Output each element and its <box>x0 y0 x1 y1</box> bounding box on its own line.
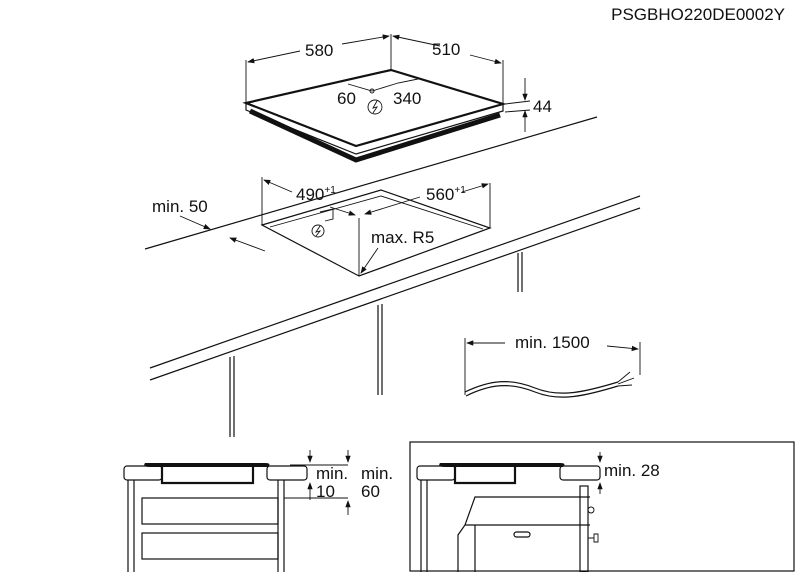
cutout-depth-value: 560 <box>426 185 454 204</box>
electric-connection-icon <box>367 99 383 115</box>
electric-connection-icon <box>311 224 325 238</box>
oven-installation-drawing <box>409 441 795 572</box>
drawer-installation-drawing <box>123 450 351 572</box>
drawer-gap-2-label: min. <box>361 464 393 483</box>
cutout-width-value: 490 <box>296 185 324 204</box>
cable-offset-right-label: 340 <box>393 89 421 108</box>
document-code: PSGBHO220DE0002Y <box>611 5 785 24</box>
corner-radius-label: max. R5 <box>371 228 434 247</box>
hob-dimensions <box>245 34 531 132</box>
worktop-drawing <box>144 116 641 437</box>
hob-depth-label: 510 <box>432 40 460 59</box>
cutout-width-label: 490+1 <box>296 185 336 204</box>
cable-drawing <box>464 338 641 398</box>
cutout-dimensions <box>179 177 491 274</box>
drawer-gap-1-label: min. <box>316 464 348 483</box>
cutout-width-tolerance: +1 <box>324 185 336 196</box>
oven-gap-label: min. 28 <box>604 461 660 480</box>
hob-drawing <box>242 68 507 163</box>
hob-width-label: 580 <box>305 41 333 60</box>
drawer-gap-1-value: 10 <box>316 482 335 501</box>
cable-offset-left-label: 60 <box>337 89 356 108</box>
drawer-gap-2-value: 60 <box>361 482 380 501</box>
front-distance-label: min. 50 <box>152 197 208 216</box>
cable-length-label: min. 1500 <box>515 333 590 352</box>
cutout-depth-label: 560+1 <box>426 185 466 204</box>
cutout-depth-tolerance: +1 <box>454 185 466 196</box>
hob-height-label: 44 <box>533 97 552 116</box>
